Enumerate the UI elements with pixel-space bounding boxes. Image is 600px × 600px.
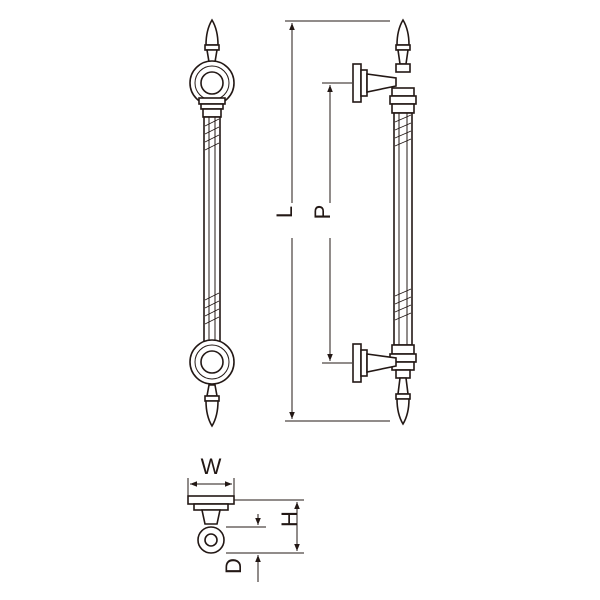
label-diameter: D [221, 558, 246, 574]
dimension-diameter: D [221, 514, 266, 582]
dimension-height: H [226, 499, 304, 554]
top-view-handle [187, 495, 235, 554]
label-length: L [272, 206, 297, 218]
dimension-pitch: P [310, 82, 352, 364]
label-pitch: P [310, 205, 335, 220]
label-width: W [201, 454, 222, 479]
side-view-handle [352, 18, 417, 426]
dimension-length: L [272, 20, 390, 422]
dimension-width: W [187, 454, 235, 496]
front-view-handle [189, 18, 235, 428]
label-height: H [277, 511, 302, 527]
